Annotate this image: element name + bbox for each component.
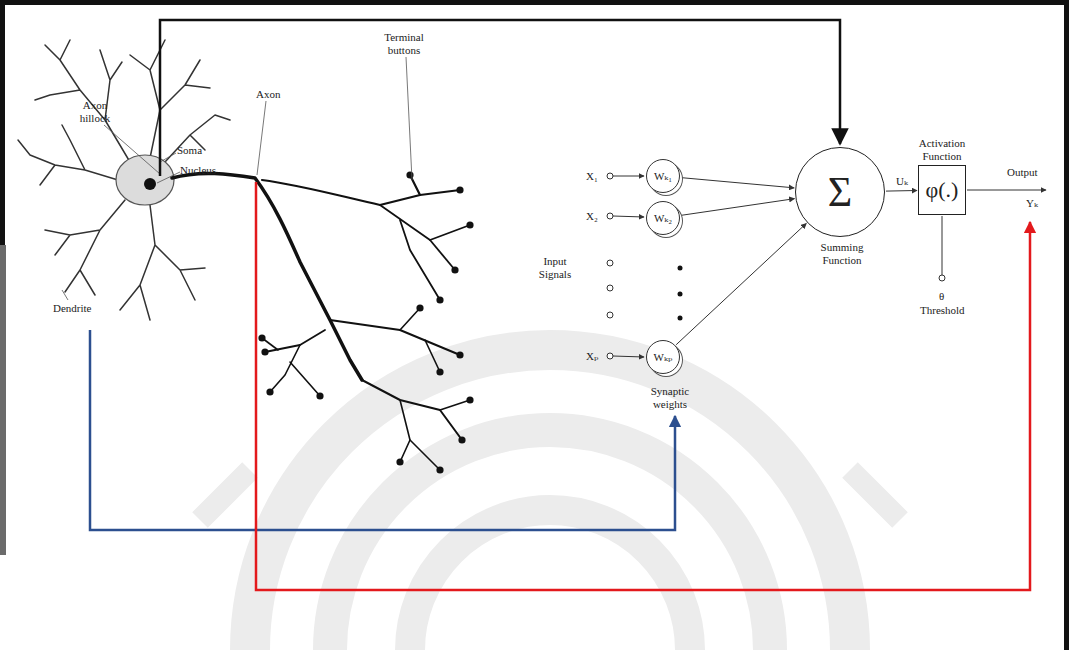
soma-mapping-arrow — [160, 20, 840, 176]
input-signal: X₁ — [586, 170, 598, 183]
terminal-button — [456, 186, 463, 193]
activation-box: φ(.) — [918, 165, 966, 215]
terminal-button — [456, 351, 463, 358]
watermark — [200, 350, 900, 650]
terminal-button — [451, 266, 458, 273]
part-label: Terminal buttons — [373, 31, 435, 56]
node-text: Wₖₚ — [654, 352, 673, 363]
axon-mapping-arrow — [256, 182, 1030, 590]
terminal-button — [261, 348, 268, 355]
output-signal: Yₖ — [1026, 197, 1038, 210]
part-label: Nucleus — [180, 164, 216, 177]
input-terminals — [607, 173, 613, 359]
leader-lines — [62, 57, 412, 300]
terminal-button — [458, 436, 465, 443]
terminal-buttons — [258, 171, 473, 473]
function-label: Activation Function — [911, 137, 973, 162]
input-signal: X₂ — [586, 210, 598, 223]
ellipsis-dots — [678, 266, 683, 321]
frame — [0, 0, 5, 245]
terminal-button — [258, 334, 265, 341]
terminal-button — [266, 388, 273, 395]
weight-circle: Wₖ₁ — [646, 159, 680, 193]
frame — [1064, 0, 1069, 650]
nucleus — [144, 178, 156, 190]
weight-circle: Wₖ₂ — [646, 201, 680, 235]
function-label: Threshold — [920, 304, 965, 317]
signal-connector — [886, 190, 917, 192]
summing-circle: Σ — [795, 147, 885, 237]
terminal-button — [436, 296, 443, 303]
part-label: Axon hillock — [71, 99, 119, 124]
node-text: Wₖ₁ — [654, 171, 672, 182]
group-label: Synaptic weights — [641, 385, 699, 410]
terminal-button — [316, 392, 323, 399]
frame — [0, 0, 1069, 5]
axon — [172, 173, 470, 470]
node-text: φ(.) — [926, 179, 959, 201]
input-wires — [613, 176, 644, 357]
output-label: Output — [1007, 166, 1038, 179]
output-wire — [967, 190, 1046, 191]
terminal-button — [466, 221, 473, 228]
weight-circle: Wₖₚ — [646, 340, 680, 374]
part-label: Axon — [256, 88, 280, 101]
symbol-label: θ — [939, 290, 944, 303]
part-label: Soma — [177, 144, 202, 157]
frame — [0, 245, 6, 555]
function-label: Summing Function — [812, 241, 872, 266]
node-text: Σ — [828, 171, 852, 213]
terminal-button — [436, 466, 443, 473]
signal-connector — [681, 178, 794, 188]
edge-label: Uₖ — [894, 175, 910, 187]
group-label: Input Signals — [533, 255, 577, 280]
soma — [116, 155, 174, 205]
terminal-button — [466, 396, 473, 403]
threshold-terminal — [939, 275, 945, 281]
dendrite-mapping-arrow — [90, 330, 675, 530]
input-signal: Xₚ — [586, 350, 598, 363]
signal-connector — [681, 199, 795, 216]
part-label: Dendrite — [53, 302, 91, 315]
terminal-button — [416, 304, 423, 311]
dendrites — [18, 40, 230, 320]
terminal-button — [406, 171, 413, 178]
terminal-button — [396, 458, 403, 465]
terminal-button — [436, 368, 443, 375]
node-text: Wₖ₂ — [654, 213, 672, 224]
signal-connector — [676, 223, 806, 344]
threshold-wire — [942, 216, 943, 275]
